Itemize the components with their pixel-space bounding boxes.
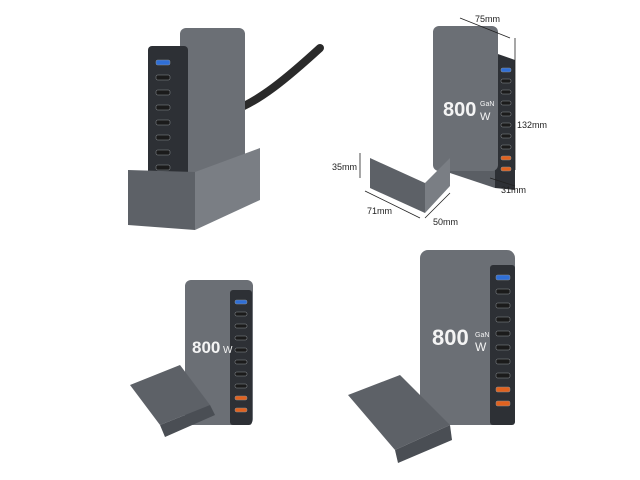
usb-port-icon	[500, 100, 512, 106]
usb-port-icon	[500, 155, 512, 161]
usb-port-icon	[234, 311, 248, 317]
charger-side	[180, 28, 245, 198]
type-label: GaN	[475, 332, 489, 339]
unit-label: W	[223, 345, 233, 356]
stand-height-dimension: 35mm	[332, 162, 357, 172]
usb-port-icon	[495, 344, 511, 351]
port-column	[495, 274, 511, 407]
usb-port-icon	[495, 400, 511, 407]
usb-port-icon	[495, 330, 511, 337]
usb-port-icon	[234, 395, 248, 401]
usb-port-icon	[155, 164, 171, 171]
wattage-label: 800	[192, 338, 220, 357]
usb-port-icon	[500, 89, 512, 95]
product-view-bottom-left: 800 W	[120, 265, 290, 450]
usb-port-icon	[495, 288, 511, 295]
usb-port-icon	[495, 274, 511, 281]
usb-port-icon	[155, 134, 171, 141]
stand-icon	[348, 375, 450, 450]
stand-length-dimension: 71mm	[367, 206, 392, 216]
usb-port-icon	[495, 386, 511, 393]
usb-port-icon	[234, 347, 248, 353]
wattage-label: 800	[432, 325, 469, 350]
unit-label: W	[475, 340, 487, 354]
product-dimensions-view: 800 GaN W 75mm 132mm 31mm 35mm 71mm 50mm	[325, 8, 555, 233]
usb-port-icon	[234, 407, 248, 413]
stand-icon	[130, 365, 210, 425]
height-dimension: 132mm	[517, 120, 547, 130]
type-label: GaN	[480, 101, 494, 108]
usb-port-icon	[495, 372, 511, 379]
usb-port-icon	[495, 358, 511, 365]
usb-port-icon	[500, 133, 512, 139]
usb-port-icon	[234, 359, 248, 365]
usb-port-icon	[500, 144, 512, 150]
power-cable	[231, 44, 324, 114]
usb-port-icon	[234, 299, 248, 305]
width-dimension: 75mm	[475, 14, 500, 24]
unit-label: W	[480, 111, 491, 123]
usb-port-icon	[234, 323, 248, 329]
stand-icon	[370, 158, 425, 213]
depth-dimension: 31mm	[501, 185, 526, 195]
port-column	[500, 67, 512, 172]
usb-port-icon	[155, 89, 171, 96]
usb-port-icon	[500, 111, 512, 117]
usb-port-icon	[155, 59, 171, 66]
usb-port-icon	[500, 78, 512, 84]
usb-port-icon	[495, 316, 511, 323]
usb-port-icon	[155, 119, 171, 126]
usb-port-icon	[500, 122, 512, 128]
port-column	[234, 299, 248, 413]
product-view-bottom-right: 800 GaN W	[340, 245, 540, 465]
stand-width-dimension: 50mm	[433, 217, 458, 227]
usb-port-icon	[155, 149, 171, 156]
usb-port-icon	[500, 67, 512, 73]
usb-port-icon	[155, 104, 171, 111]
usb-port-icon	[234, 383, 248, 389]
usb-port-icon	[234, 335, 248, 341]
product-view-top-left	[110, 20, 340, 230]
usb-port-icon	[234, 371, 248, 377]
stand-icon	[128, 170, 195, 230]
usb-port-icon	[495, 302, 511, 309]
wattage-label: 800	[443, 99, 476, 121]
charger-front	[495, 53, 515, 190]
usb-port-icon	[500, 166, 512, 172]
usb-port-icon	[155, 74, 171, 81]
